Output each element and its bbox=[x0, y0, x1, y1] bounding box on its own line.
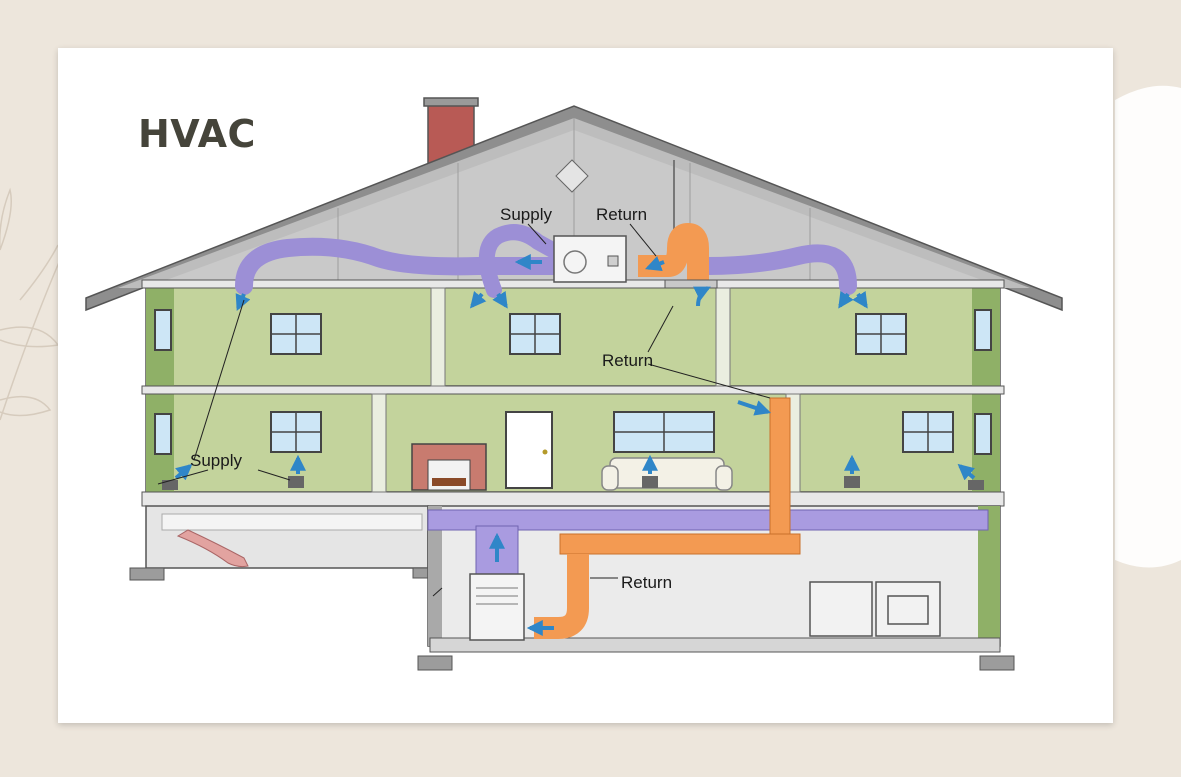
return-ductwork bbox=[534, 223, 801, 639]
attic-supply-label: Supply bbox=[500, 205, 552, 224]
house-walls bbox=[141, 279, 1005, 507]
sofa bbox=[601, 457, 733, 491]
leaf-sprig-decoration bbox=[0, 187, 61, 421]
washer-dryer bbox=[809, 581, 941, 637]
airflow-arrows bbox=[174, 254, 976, 636]
attic-return-label: Return bbox=[596, 205, 647, 224]
attic-air-handler bbox=[553, 235, 627, 283]
fireplace bbox=[411, 443, 487, 491]
basement-return-label: Return bbox=[621, 573, 672, 592]
upper-return-label: Return bbox=[602, 351, 653, 370]
crawlspace bbox=[129, 505, 444, 581]
furnace bbox=[469, 573, 525, 641]
diagram-title: HVAC bbox=[138, 112, 256, 156]
lower-supply-label: Supply bbox=[190, 451, 242, 470]
label-leaders bbox=[157, 223, 771, 597]
hvac-house-diagram: Supply Return Return Supply Return bbox=[85, 97, 1063, 671]
diagram-card: Supply Return Return Supply Return HVAC bbox=[58, 48, 1113, 723]
floor-registers bbox=[162, 476, 984, 490]
interior-door bbox=[505, 411, 553, 489]
flex-duct-crawlspace bbox=[176, 529, 249, 568]
attic-vent bbox=[555, 159, 589, 193]
